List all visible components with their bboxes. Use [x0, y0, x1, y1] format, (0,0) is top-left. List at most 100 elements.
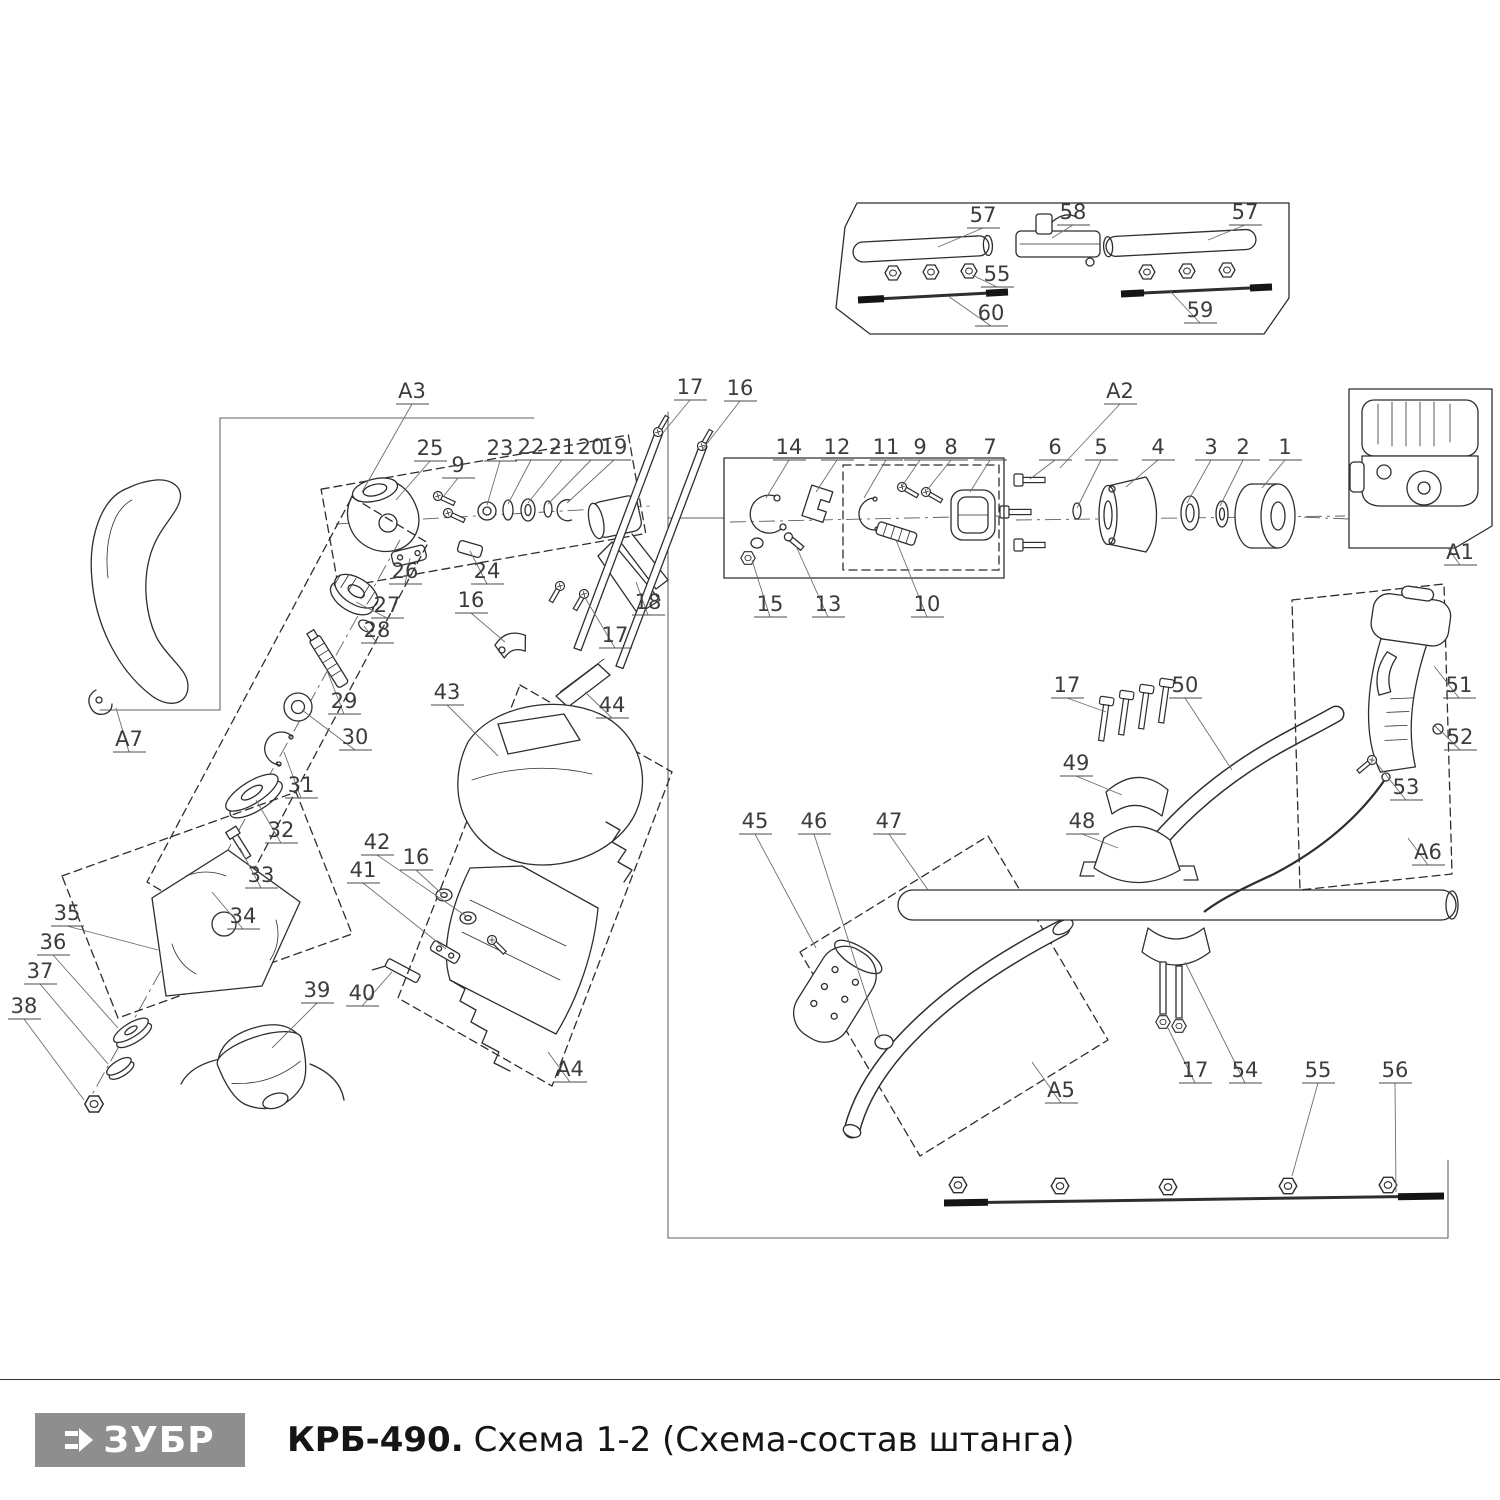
callout-leader-10 [895, 539, 928, 618]
callout-47: 47 [876, 809, 903, 833]
callout-36: 36 [40, 930, 67, 954]
callout-3: 3 [1204, 435, 1217, 459]
callout-42: 42 [364, 830, 391, 854]
callout-leader-4 [1125, 459, 1159, 488]
callout-leader-34 [211, 891, 244, 930]
drive-shaft-59 [1120, 283, 1273, 298]
callout-leader-41 [362, 882, 447, 950]
upper-tube-right-57 [1102, 228, 1257, 258]
gearhead-assembly-a3 [320, 434, 669, 615]
callout-17: 17 [677, 375, 704, 399]
callout-22: 22 [518, 435, 545, 459]
callout-leader-42 [376, 854, 467, 917]
callout-leader-32 [255, 799, 282, 844]
callout-leader-55 [1291, 1082, 1319, 1177]
callout-35: 35 [54, 901, 81, 925]
loop-handle-a7 [88, 479, 189, 715]
callout-leader-6 [1029, 459, 1056, 480]
callout-51: 51 [1446, 673, 1473, 697]
callout-leader-A1 [1447, 547, 1461, 566]
callout-leader-A5 [1031, 1061, 1062, 1104]
callout-37: 37 [27, 959, 54, 983]
callout-54: 54 [1232, 1058, 1259, 1082]
callout-leader-45 [754, 833, 817, 949]
callout-leader-7 [969, 459, 991, 493]
callout-leader-17 [661, 399, 691, 435]
callout-leader-5 [1076, 459, 1102, 509]
model-number: КРБ-490. [287, 1420, 464, 1460]
callout-11: 11 [873, 435, 900, 459]
callout-leader-38 [23, 1018, 85, 1101]
footer: ЗУБР КРБ-490.Схема 1-2 (Схема-состав шта… [0, 1379, 1500, 1500]
callout-1: 1 [1278, 435, 1291, 459]
callout-leader-11 [863, 459, 887, 499]
zubr-logo: ЗУБР [35, 1413, 245, 1467]
trimmer-head [180, 958, 421, 1110]
callout-52: 52 [1447, 725, 1474, 749]
coupler-assembly-a2 [723, 457, 1005, 579]
callout-30: 30 [342, 725, 369, 749]
callout-A6: A6 [1414, 840, 1442, 864]
callout-15: 15 [757, 592, 784, 616]
callout-leader-16 [415, 869, 443, 895]
callout-leader-50 [1184, 697, 1233, 771]
callout-20: 20 [578, 435, 605, 459]
scheme-title: Схема 1-2 (Схема-состав штанга) [473, 1420, 1075, 1460]
callout-43: 43 [434, 680, 461, 704]
callout-41: 41 [350, 858, 377, 882]
callout-14: 14 [776, 435, 803, 459]
callout-leader-12 [815, 459, 838, 493]
callout-24: 24 [474, 559, 501, 583]
callout-leader-57 [1207, 224, 1246, 241]
guard-assembly-a4 [397, 658, 673, 1087]
callout-16: 16 [727, 376, 754, 400]
callout-leader-17 [1167, 1027, 1196, 1084]
callout-leader-14 [765, 459, 790, 499]
callout-A3: A3 [398, 379, 426, 403]
blade-group [61, 791, 353, 1113]
callout-leader-30 [301, 709, 356, 751]
engine-assembly-a1 [1299, 388, 1493, 549]
clutch-drum-parts-1-6 [999, 473, 1346, 553]
callout-leader-60 [947, 295, 992, 327]
left-handlebar-a5 [793, 835, 1109, 1157]
callout-A5: A5 [1047, 1078, 1075, 1102]
callout-40: 40 [349, 981, 376, 1005]
callout-leader-A4 [547, 1051, 571, 1083]
callout-leader-9 [442, 477, 459, 498]
callout-leader-49 [1075, 775, 1123, 796]
callout-34: 34 [230, 904, 257, 928]
callout-10: 10 [914, 592, 941, 616]
callout-leader-15 [751, 559, 771, 618]
callout-leader-26 [404, 557, 411, 585]
callout-leader-29 [325, 667, 345, 715]
callout-leader-22 [507, 459, 532, 505]
callout-8: 8 [944, 435, 957, 459]
callout-leader-17 [583, 595, 616, 649]
callout-55: 55 [1305, 1058, 1332, 1082]
callout-leader-28 [363, 625, 378, 644]
callout-leader-39 [271, 1002, 318, 1049]
callout-leader-53 [1377, 764, 1407, 801]
callout-46: 46 [801, 809, 828, 833]
callout-A2: A2 [1106, 379, 1134, 403]
callout-17: 17 [602, 623, 629, 647]
bottom-hardware [943, 1176, 1445, 1207]
callout-33: 33 [248, 863, 275, 887]
callout-44: 44 [599, 693, 626, 717]
brand-name: ЗУБР [103, 1419, 215, 1461]
callout-7: 7 [983, 435, 996, 459]
callout-19: 19 [601, 435, 628, 459]
callout-17: 17 [1054, 673, 1081, 697]
callout-leader-52 [1440, 730, 1461, 751]
diagram-caption: КРБ-490.Схема 1-2 (Схема-состав штанга) [287, 1420, 1074, 1460]
callout-leader-18 [635, 581, 649, 616]
callout-59: 59 [1187, 298, 1214, 322]
callout-leader-54 [1184, 961, 1246, 1084]
callout-45: 45 [742, 809, 769, 833]
callout-49: 49 [1063, 751, 1090, 775]
upper-tube-left-57 [852, 234, 994, 263]
callout-32: 32 [268, 818, 295, 842]
callout-60: 60 [978, 301, 1005, 325]
